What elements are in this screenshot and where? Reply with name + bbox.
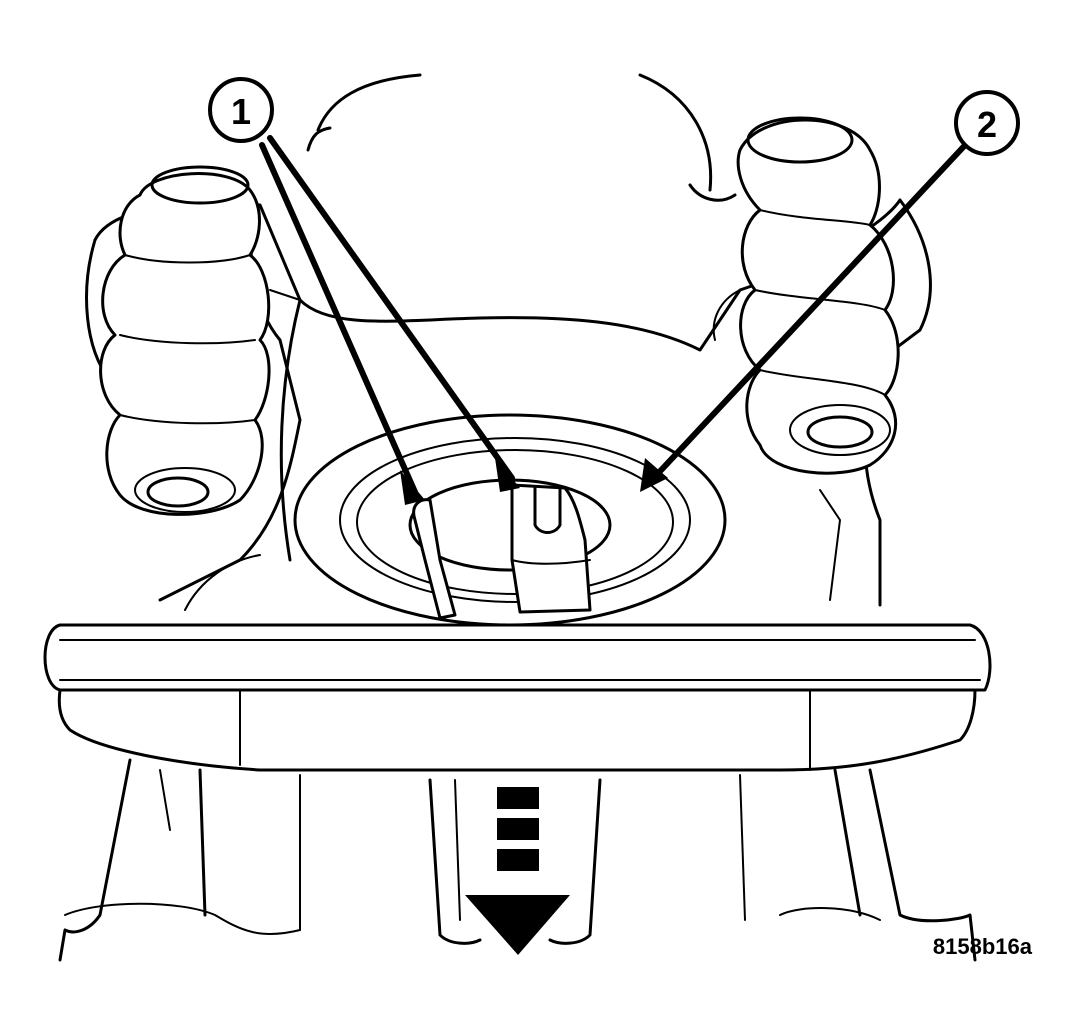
callout-1-label: 1 xyxy=(231,91,251,132)
hub-outline xyxy=(306,73,737,202)
anti-rattle-clip xyxy=(412,483,592,620)
figure-id: 8158b16a xyxy=(933,934,1033,959)
center-slot xyxy=(428,778,602,945)
callout-1-leaders xyxy=(259,135,520,505)
callout-1: 1 xyxy=(208,77,274,143)
piston-bore xyxy=(293,413,727,627)
left-guide-pin-boot xyxy=(99,165,271,516)
callout-2-label: 2 xyxy=(977,104,997,145)
right-guide-pin-boot xyxy=(736,116,900,475)
mounting-bracket xyxy=(58,758,977,962)
callout-2-leader xyxy=(640,139,971,492)
callout-2: 2 xyxy=(954,90,1020,156)
arrow-down-dashed-icon xyxy=(465,787,570,955)
brake-pad-plate xyxy=(43,623,992,772)
